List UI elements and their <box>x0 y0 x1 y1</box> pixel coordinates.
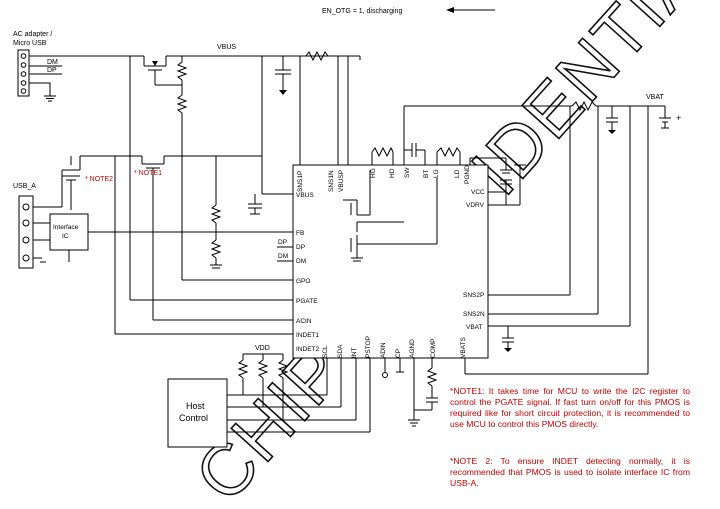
pin-pgnd: PGND <box>464 165 471 184</box>
interface-ic-label-1: Interface <box>53 224 79 231</box>
host-control-label-1: Host <box>186 401 205 411</box>
note1-text: *NOTE1: It takes time for MCU to write t… <box>450 386 690 429</box>
note2-text: *NOTE 2: To ensure INDET detecting norma… <box>450 456 690 488</box>
pin-hg: HG <box>370 168 377 178</box>
note2-tag: * NOTE2 <box>85 176 113 183</box>
pin-scl: SCL <box>322 345 329 358</box>
pin-bt: BT <box>423 170 430 178</box>
pin-sns2n: SNS2N <box>463 311 485 318</box>
pin-dm: DM <box>296 258 306 265</box>
ac-adapter-connector <box>17 49 30 97</box>
ac-adapter-label-1: AC adapter / <box>13 31 52 38</box>
pin-hd: HD <box>389 168 396 178</box>
interface-ic-label-2: IC <box>62 233 69 240</box>
host-network <box>167 353 438 448</box>
pin-comp: COMP <box>430 339 437 359</box>
pin-pstop: PSTOP <box>365 336 372 358</box>
pin-vbus: VBUS <box>296 192 314 199</box>
otg-arrow-icon <box>446 7 495 13</box>
pin-gpo: GPO <box>296 278 310 285</box>
pin-vcc: VCC <box>471 189 485 196</box>
pin-indet1: INDET1 <box>296 332 320 339</box>
power-stage <box>343 105 572 262</box>
battery-network <box>464 100 671 375</box>
pin-agnd: AGND <box>409 339 416 358</box>
dp-label-side: DP <box>278 239 287 246</box>
pin-fb: FB <box>296 230 304 237</box>
otg-label: EN_OTG = 1, discharging <box>322 8 402 15</box>
dm-label-side: DM <box>278 253 288 260</box>
pin-adin: ADIN <box>380 342 387 358</box>
usb-a-wiring <box>33 155 293 335</box>
ac-adapter-label-2: Micro USB <box>13 40 47 47</box>
battery-plus: + <box>676 113 681 123</box>
pin-sw: SW <box>404 167 411 178</box>
vbus-label: VBUS <box>217 44 236 51</box>
note1-tag: * NOTE1 <box>134 170 162 177</box>
host-control-label-2: Control <box>179 413 208 423</box>
pin-dp: DP <box>296 244 305 251</box>
pin-vbats: VBATS <box>460 337 467 358</box>
pin-acin: ACIN <box>296 318 312 325</box>
dm-label-top: DM <box>47 59 58 66</box>
pin-vbat: VBAT <box>466 324 483 331</box>
pin-sns1p: SNS1P <box>297 171 304 192</box>
pin-pgate: PGATE <box>296 298 318 305</box>
pin-lg: LG <box>433 169 440 178</box>
usb-a-connector <box>18 195 34 269</box>
pin-sns2p: SNS2P <box>463 292 484 299</box>
usb-a-label: USB_A <box>13 183 36 190</box>
vbat-label: VBAT <box>646 94 664 101</box>
vbus-network <box>129 50 361 301</box>
pin-int: INT <box>351 348 358 359</box>
vdd-label: VDD <box>255 345 270 352</box>
pin-indet2: INDET2 <box>296 346 320 353</box>
pin-ld: LD <box>454 169 461 178</box>
pin-sns1n: SNS1N <box>328 170 335 192</box>
ac-adapter-wires <box>29 55 130 102</box>
charger-ic <box>292 164 489 359</box>
dp-label-top: DP <box>47 67 57 74</box>
pin-vbusp: VBUSP <box>338 170 345 192</box>
pin-vdrv: VDRV <box>466 202 485 209</box>
pin-cp: CP <box>395 349 402 358</box>
pin-sda: SDA <box>337 344 344 358</box>
